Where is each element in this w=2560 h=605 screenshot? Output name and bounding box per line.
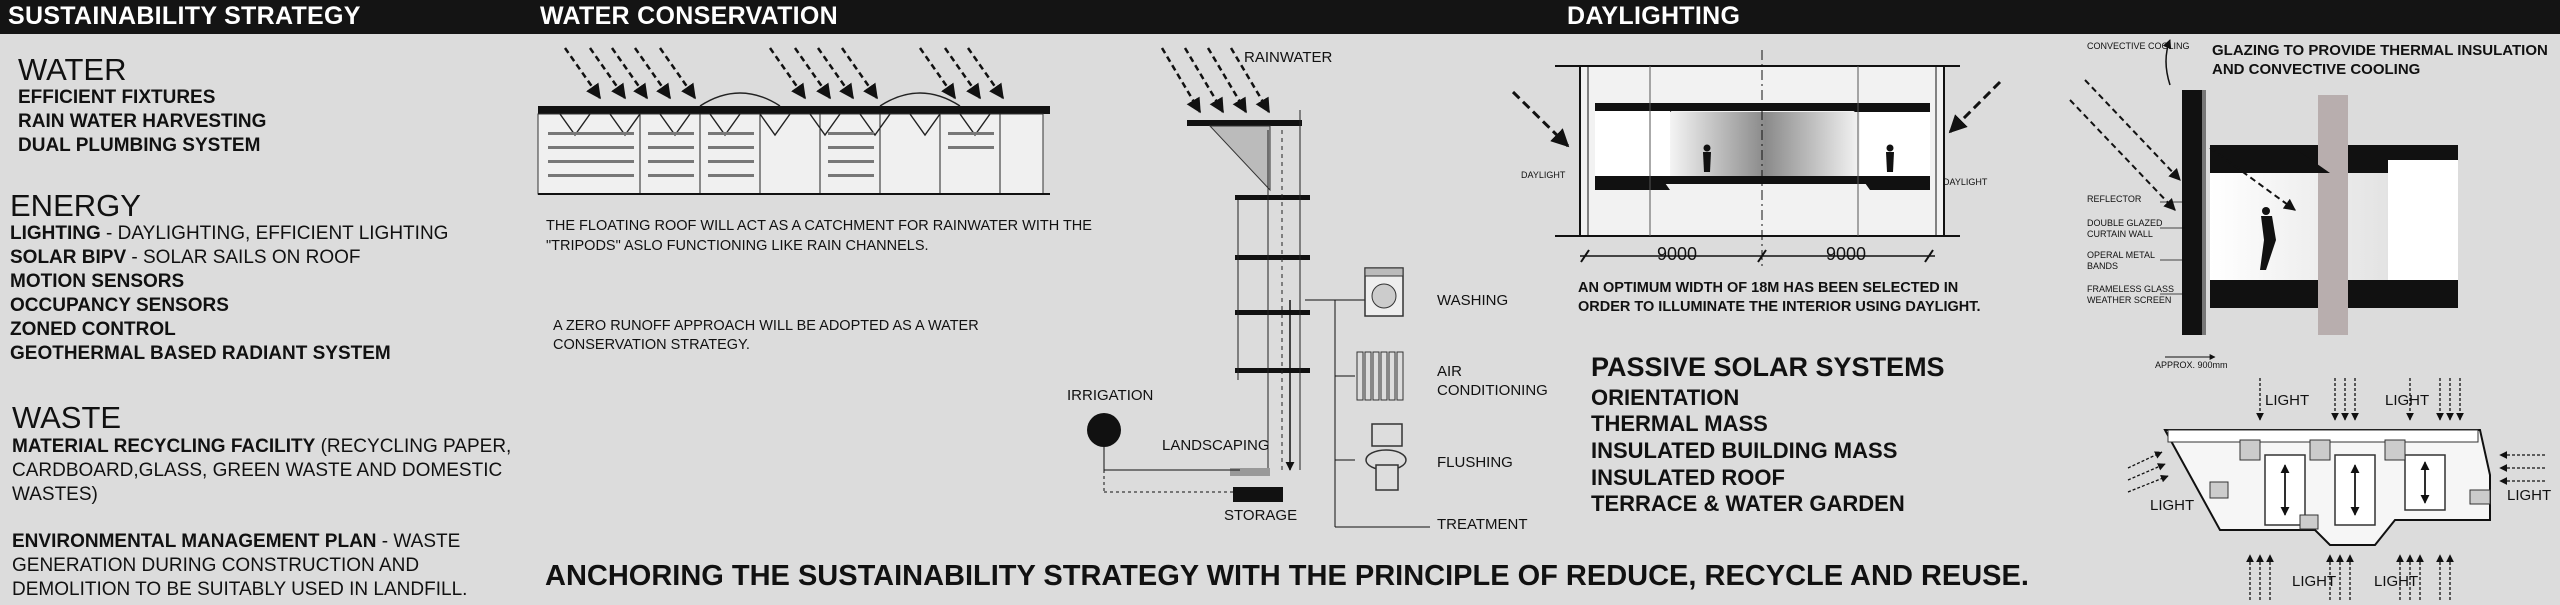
label-opera-metal: OPERAL METAL [2087, 250, 2156, 260]
energy-title: ENERGY [10, 188, 141, 223]
passive-item: THERMAL MASS [1591, 411, 1768, 436]
waste-emp-line: DEMOLITION TO BE SUITABLY USED IN LANDFI… [12, 579, 468, 600]
label-approx: APPROX. 900mm [2155, 360, 2228, 370]
passive-item: INSULATED BUILDING MASS [1591, 438, 1898, 463]
label-reflector: REFLECTOR [2087, 194, 2142, 204]
passive-solar-title: PASSIVE SOLAR SYSTEMS [1591, 352, 1945, 382]
zero-runoff-text: CONSERVATION STRATEGY. [553, 337, 750, 353]
label-conditioning: CONDITIONING [1437, 382, 1548, 399]
energy-line: ZONED CONTROL [10, 319, 176, 340]
label-convective-cooling: CONVECTIVE COOLING [2087, 41, 2190, 51]
plan-light-label: LIGHT [2150, 497, 2195, 514]
daylight-width-text: ORDER TO ILLUMINATE THE INTERIOR USING D… [1578, 299, 1981, 315]
footer-statement: ANCHORING THE SUSTAINABILITY STRATEGY WI… [545, 560, 2029, 592]
label-frameless-glass: FRAMELESS GLASS [2087, 284, 2175, 294]
passive-item: INSULATED ROOF [1591, 465, 1785, 490]
heading-water-conservation: WATER CONSERVATION [540, 2, 839, 30]
rainwater-section [1087, 47, 1430, 528]
waste-mrf-line: CARDBOARD,GLASS, GREEN WASTE AND DOMESTI… [12, 460, 503, 481]
label-washing: WASHING [1437, 292, 1509, 309]
water-item: EFFICIENT FIXTURES [18, 87, 216, 108]
label-daylight-left: DAYLIGHT [1521, 170, 1566, 180]
roof-catchment-text: "TRIPODS" ASLO FUNCTIONING LIKE RAIN CHA… [546, 238, 929, 254]
label-air: AIR [1437, 363, 1463, 380]
label-double-glazed: DOUBLE GLAZED [2087, 218, 2163, 228]
label-irrigation: IRRIGATION [1067, 387, 1154, 404]
waste-emp-line: GENERATION DURING CONSTRUCTION AND [12, 555, 420, 576]
daylight-width-text: AN OPTIMUM WIDTH OF 18M HAS BEEN SELECTE… [1578, 280, 1959, 296]
floor-plan [2127, 378, 2545, 600]
dimension-right: 9000 [1826, 244, 1867, 264]
dimension-left: 9000 [1657, 244, 1698, 264]
glazing-title: AND CONVECTIVE COOLING [2212, 61, 2421, 78]
daylighting-section [1511, 50, 2002, 270]
glazing-detail [2069, 39, 2458, 360]
waste-title: WASTE [12, 400, 122, 435]
waste-mrf-line: WASTES) [12, 484, 98, 505]
plan-light-label: LIGHT [2507, 487, 2552, 504]
water-item: DUAL PLUMBING SYSTEM [18, 135, 261, 156]
glazing-title: GLAZING TO PROVIDE THERMAL INSULATION [2212, 42, 2548, 59]
header-bar [0, 0, 2560, 34]
label-bands: BANDS [2087, 261, 2119, 271]
energy-line: GEOTHERMAL BASED RADIANT SYSTEM [10, 343, 391, 364]
heading-sustainability-strategy: SUSTAINABILITY STRATEGY [8, 2, 361, 30]
label-flushing: FLUSHING [1437, 454, 1513, 471]
label-daylight-right: DAYLIGHT [1943, 177, 1988, 187]
passive-item: ORIENTATION [1591, 385, 1740, 410]
passive-item: TERRACE & WATER GARDEN [1591, 491, 1905, 516]
heading-daylighting: DAYLIGHTING [1567, 2, 1741, 30]
building-elevation [537, 47, 1050, 195]
energy-line: SOLAR BIPV - SOLAR SAILS ON ROOF [10, 247, 361, 268]
water-title: WATER [18, 52, 127, 87]
label-landscaping: LANDSCAPING [1162, 437, 1270, 454]
plan-light-label: LIGHT [2374, 573, 2419, 590]
label-storage: STORAGE [1224, 507, 1298, 524]
label-rainwater: RAINWATER [1244, 49, 1333, 66]
label-treatment: TREATMENT [1437, 516, 1528, 533]
energy-line: MOTION SENSORS [10, 271, 185, 292]
energy-line: OCCUPANCY SENSORS [10, 295, 229, 316]
roof-catchment-text: THE FLOATING ROOF WILL ACT AS A CATCHMEN… [546, 218, 1092, 234]
water-item: RAIN WATER HARVESTING [18, 111, 267, 132]
plan-light-label: LIGHT [2385, 392, 2430, 409]
label-weather-screen: WEATHER SCREEN [2087, 295, 2172, 305]
zero-runoff-text: A ZERO RUNOFF APPROACH WILL BE ADOPTED A… [553, 318, 979, 334]
plan-light-label: LIGHT [2292, 573, 2337, 590]
energy-line: LIGHTING - DAYLIGHTING, EFFICIENT LIGHTI… [10, 223, 449, 244]
plan-light-label: LIGHT [2265, 392, 2310, 409]
waste-mrf: MATERIAL RECYCLING FACILITY (RECYCLING P… [12, 436, 512, 457]
label-curtain-wall: CURTAIN WALL [2087, 229, 2153, 239]
waste-emp: ENVIRONMENTAL MANAGEMENT PLAN - WASTE [12, 531, 461, 552]
